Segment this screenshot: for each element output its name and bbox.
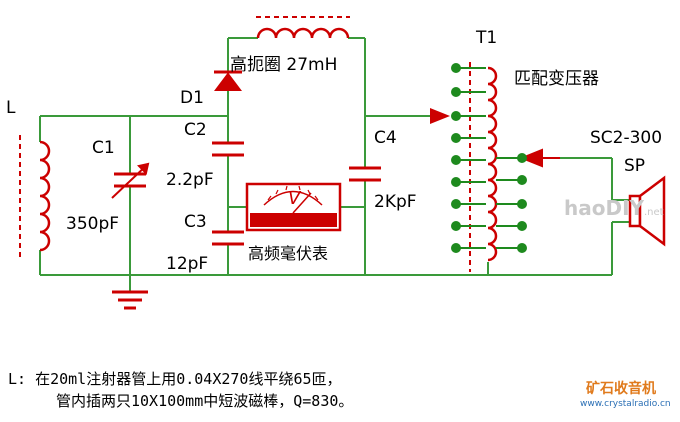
watermark-url: www.crystalradio.cn bbox=[580, 399, 671, 409]
label-C3: C3 bbox=[184, 212, 207, 232]
voltmeter-symbol: V bbox=[288, 188, 301, 209]
transformer-left-taps bbox=[451, 63, 486, 253]
coil-L bbox=[39, 140, 51, 252]
label-D1: D1 bbox=[180, 88, 204, 108]
capacitor-C4 bbox=[349, 166, 381, 182]
choke-inductor bbox=[256, 27, 350, 39]
label-C3-value: 12pF bbox=[166, 254, 209, 274]
note-line-2: 管内插两只10X100mm中短波磁棒，Q=830。 bbox=[56, 392, 354, 410]
input-arrow bbox=[430, 108, 450, 124]
label-C4-value: 2KpF bbox=[374, 192, 417, 212]
output-arrow bbox=[519, 148, 560, 168]
label-C2-value: 2.2pF bbox=[166, 170, 214, 190]
label-C4: C4 bbox=[374, 128, 397, 148]
watermark-site-suffix: .net bbox=[644, 207, 664, 218]
variable-arrow bbox=[111, 162, 150, 199]
label-voltmeter: 高频毫伏表 bbox=[248, 244, 329, 263]
label-transformer: 匹配变压器 bbox=[514, 69, 599, 89]
label-C1: C1 bbox=[92, 138, 115, 158]
label-C2: C2 bbox=[184, 120, 207, 140]
note-line-1: L: 在20ml注射器管上用0.04X270线平绕65匝， bbox=[8, 370, 342, 388]
watermark-brand: 矿石收音机 bbox=[586, 381, 656, 397]
capacitor-C2 bbox=[212, 141, 244, 157]
label-T1: T1 bbox=[476, 28, 498, 48]
capacitor-C1 bbox=[114, 172, 146, 188]
capacitor-C3 bbox=[212, 230, 244, 246]
transformer-coil bbox=[487, 66, 498, 262]
speaker-icon bbox=[628, 175, 666, 247]
watermark-site-name: haoDIY bbox=[564, 196, 644, 220]
label-choke: 高扼圈 27mH bbox=[230, 55, 338, 75]
label-L: L bbox=[6, 98, 16, 118]
ground-symbol bbox=[112, 290, 148, 310]
diode-D1 bbox=[214, 70, 242, 91]
label-speaker-model: SC2-300 bbox=[590, 128, 663, 148]
voltmeter bbox=[245, 182, 342, 232]
watermark-site: haoDIY.net bbox=[564, 196, 664, 220]
transformer-right-taps bbox=[496, 153, 527, 253]
wires bbox=[39, 37, 630, 292]
label-C1-value: 350pF bbox=[66, 214, 120, 234]
label-speaker: SP bbox=[624, 156, 646, 176]
